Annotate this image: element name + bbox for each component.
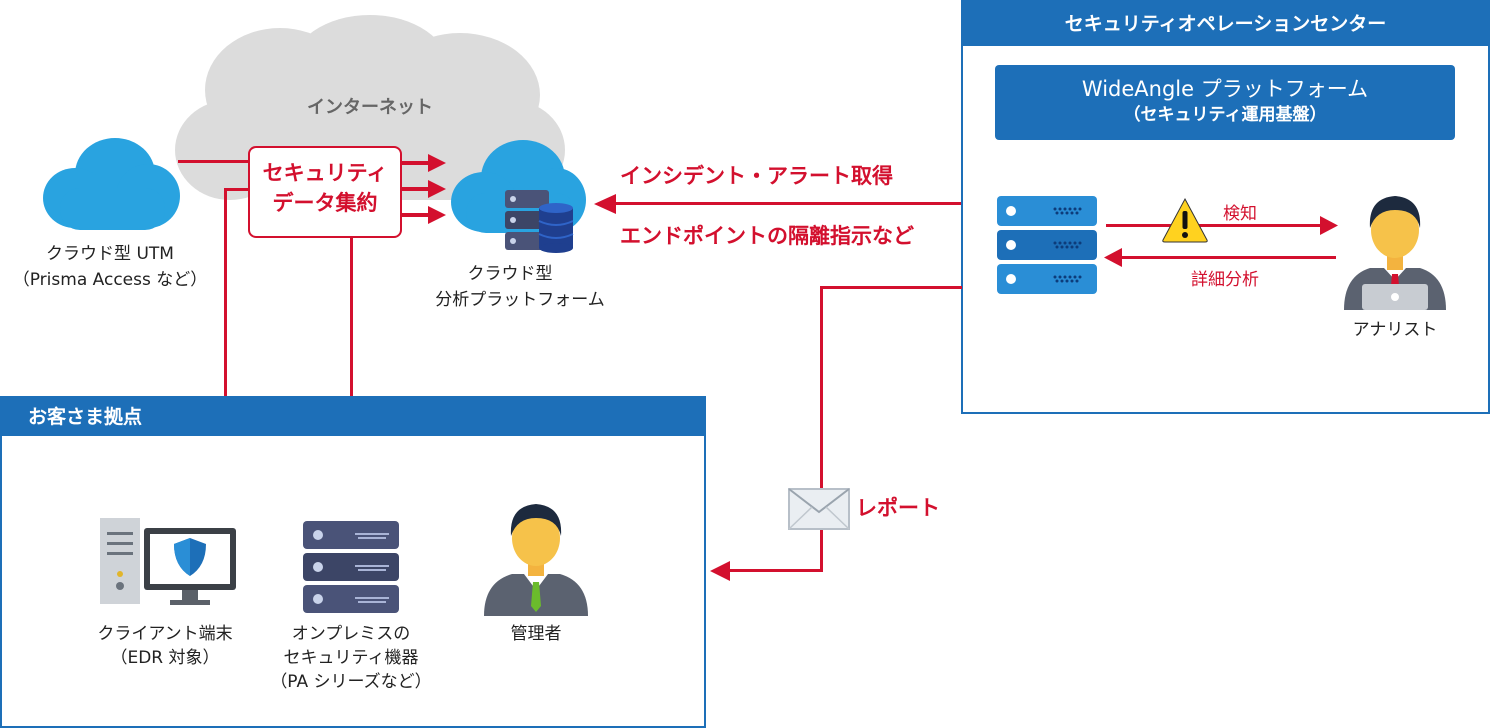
soc-server-stack-icon (997, 196, 1097, 294)
analytics-label-1: クラウド型 (467, 264, 553, 284)
report-line-vertical-1 (820, 286, 823, 488)
admin-label: 管理者 (510, 624, 562, 644)
utm-to-aggregation-line (178, 160, 250, 163)
customer-panel-header: お客さま拠点 (2, 398, 704, 436)
customer-title: お客さま拠点 (28, 406, 143, 428)
client-vertical-line (224, 188, 227, 518)
security-data-aggregation-box: セキュリティ データ集約 (248, 146, 402, 238)
internet-label: インターネット (307, 97, 433, 118)
client-label-2: （EDR 対象） (110, 648, 220, 668)
report-line-top (820, 286, 962, 289)
detect-label: 検知 (1223, 204, 1257, 224)
incident-arrow-line (612, 202, 962, 205)
soc-title: セキュリティオペレーションセンター (1064, 13, 1387, 35)
report-line-vertical-2 (820, 530, 823, 572)
aggregation-label-2: データ集約 (272, 191, 378, 215)
incident-flow-label: インシデント・アラート取得 (620, 164, 893, 188)
incident-arrow-head (594, 194, 616, 214)
soc-panel-header: セキュリティオペレーションセンター (963, 2, 1488, 46)
onprem-vertical-line (350, 236, 353, 520)
detect-arrow-head (1320, 216, 1338, 235)
administrator-person-icon (484, 504, 588, 616)
onprem-label-1: オンプレミスの (291, 624, 411, 644)
client-terminal-icon (100, 518, 236, 605)
database-server-icon (505, 190, 574, 253)
report-line-bottom (728, 569, 823, 572)
isolation-flow-label: エンドポイントの隔離指示など (620, 224, 914, 248)
onprem-label-2: セキュリティ機器 (283, 648, 419, 668)
utm-label-1: クラウド型 UTM (46, 244, 174, 264)
utm-label-2: （Prisma Access など） (12, 270, 208, 290)
client-horizontal-line (224, 188, 250, 191)
warning-icon (1162, 197, 1208, 243)
analyst-person-icon (1344, 196, 1446, 310)
analytics-label-2: 分析プラットフォーム (435, 290, 605, 310)
onprem-server-icon (303, 521, 399, 613)
detect-arrow-line (1106, 224, 1324, 227)
detail-arrow-head (1104, 248, 1122, 267)
wideangle-platform-box: WideAngle プラットフォーム （セキュリティ運用基盤） (995, 65, 1455, 140)
detail-arrow-line (1120, 256, 1336, 259)
aggregation-label-1: セキュリティ (262, 161, 388, 185)
report-arrow-head (710, 561, 730, 581)
analyst-label: アナリスト (1352, 320, 1438, 340)
platform-subtitle: （セキュリティ運用基盤） (1123, 105, 1327, 125)
onprem-label-3: （PA シリーズなど） (270, 672, 432, 692)
platform-title: WideAngle プラットフォーム (1081, 77, 1369, 101)
utm-cloud-icon (43, 138, 180, 230)
report-label: レポート (856, 496, 940, 520)
client-label-1: クライアント端末 (97, 624, 233, 644)
detail-label: 詳細分析 (1191, 270, 1259, 290)
mail-envelope-icon (788, 488, 850, 530)
aggregation-arrows (400, 154, 446, 224)
